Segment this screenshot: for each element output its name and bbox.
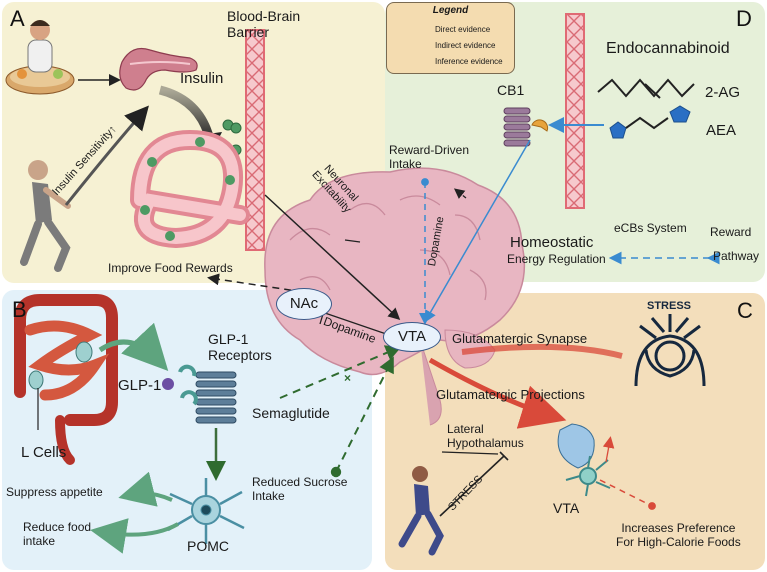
- receptor-icon: [503, 107, 549, 147]
- ecbs-system-label: eCBs System: [614, 221, 687, 235]
- reduce-food-intake-label: Reduce food intake: [23, 520, 92, 548]
- molecule-icon: [597, 78, 695, 99]
- runner-icon: [398, 466, 444, 556]
- reduced-sucrose-label: Reduced Sucrose Intake: [252, 475, 348, 503]
- stress-badge-label: STRESS: [647, 300, 692, 312]
- legend-title: Legend: [432, 5, 469, 16]
- endocannabinoid-label: Endocannabinoid: [606, 40, 730, 57]
- neuron-icon: [557, 423, 611, 497]
- homeostatic-label: Homeostatic: [510, 234, 594, 251]
- suppress-appetite-label: Suppress appetite: [6, 485, 103, 499]
- lateral-hypothalamus-label: Lateral Hypothalamus: [447, 422, 524, 450]
- runner-icon: [20, 160, 71, 272]
- glp1-label: GLP-1: [118, 377, 162, 394]
- vta-label-c: VTA: [553, 500, 580, 516]
- l-cells-label: L Cells: [21, 444, 67, 461]
- panel-b-letter: B: [12, 297, 27, 322]
- nac-node: NAc: [276, 288, 332, 320]
- reward-label: Reward: [710, 225, 752, 239]
- legend-item-inference: Inference evidence: [435, 57, 503, 66]
- pathway-label: Pathway: [713, 249, 760, 263]
- svg-text:×: ×: [344, 371, 351, 385]
- legend-item-indirect: Indirect evidence: [435, 41, 496, 50]
- receptor-icon: [178, 364, 237, 424]
- panel-d-letter: D: [736, 6, 752, 31]
- bbb-label: Blood-Brain Barrier: [227, 8, 301, 41]
- insulin-label: Insulin: [180, 70, 224, 87]
- pancreas-icon: [119, 47, 198, 91]
- glutamatergic-synapse-label: Glutamatergic Synapse: [452, 331, 588, 346]
- molecule-icon: [609, 105, 691, 139]
- legend-item-direct: Direct evidence: [435, 25, 491, 34]
- vta-node: VTA: [383, 322, 441, 352]
- legend: Legend Direct evidence Indirect evidence…: [386, 2, 515, 74]
- glutamatergic-projections-label: Glutamatergic Projections: [436, 387, 585, 402]
- panel-c-letter: C: [737, 298, 753, 323]
- energy-regulation-label: Energy Regulation: [507, 252, 606, 266]
- vessel-loop: [130, 129, 250, 249]
- glp1-receptors-label: GLP-1 Receptors: [208, 331, 272, 364]
- increases-preference-label: Increases Preference For High-Calorie Fo…: [616, 521, 741, 549]
- intestine-icon: [14, 294, 118, 465]
- reward-driven-intake-label: Reward-Driven Intake: [389, 143, 470, 171]
- aea-label: AEA: [706, 122, 737, 139]
- 2ag-label: 2-AG: [705, 84, 741, 101]
- blood-vessel-icon: [245, 29, 265, 251]
- blood-vessel-icon: [565, 13, 585, 209]
- person-eating-icon: [5, 20, 75, 95]
- pomc-label: POMC: [187, 538, 229, 554]
- semaglutide-label: Semaglutide: [252, 405, 330, 421]
- improve-food-rewards-label: Improve Food Rewards: [108, 261, 233, 275]
- neuron-icon: [167, 478, 245, 544]
- panel-a-letter: A: [10, 6, 25, 31]
- stress-head-icon: [634, 314, 706, 387]
- cb1-label: CB1: [497, 82, 525, 98]
